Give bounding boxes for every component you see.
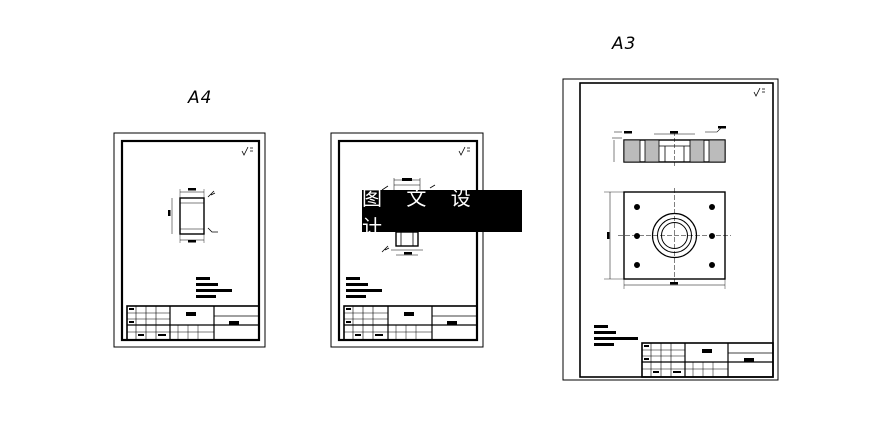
part-view: [168, 188, 218, 243]
technical-notes: [594, 325, 638, 346]
sheet-outer-border: [330, 132, 484, 348]
plan-view: [604, 188, 731, 289]
title-block: [343, 305, 478, 341]
roughness-symbol: [753, 87, 765, 97]
sheet-label-a3: A3: [612, 34, 637, 54]
sheet-outer-border: [562, 78, 779, 381]
sheet-label-a4: A4: [188, 88, 213, 108]
sheet-a3-right: [562, 78, 779, 381]
title-block: [126, 305, 260, 341]
sheet-a4-middle: [330, 132, 484, 348]
title-block: [641, 342, 774, 378]
technical-notes: [346, 277, 382, 298]
sheet-a4-left: [113, 132, 266, 348]
technical-notes: [196, 277, 232, 298]
roughness-symbol: [458, 146, 470, 156]
watermark-banner: 图 文 设 计: [362, 186, 522, 239]
section-view: [612, 126, 726, 166]
sheet-outer-border: [113, 132, 266, 348]
roughness-symbol: [241, 146, 253, 156]
sheet-inner-frame: [337, 139, 479, 342]
part-view: [381, 178, 436, 256]
